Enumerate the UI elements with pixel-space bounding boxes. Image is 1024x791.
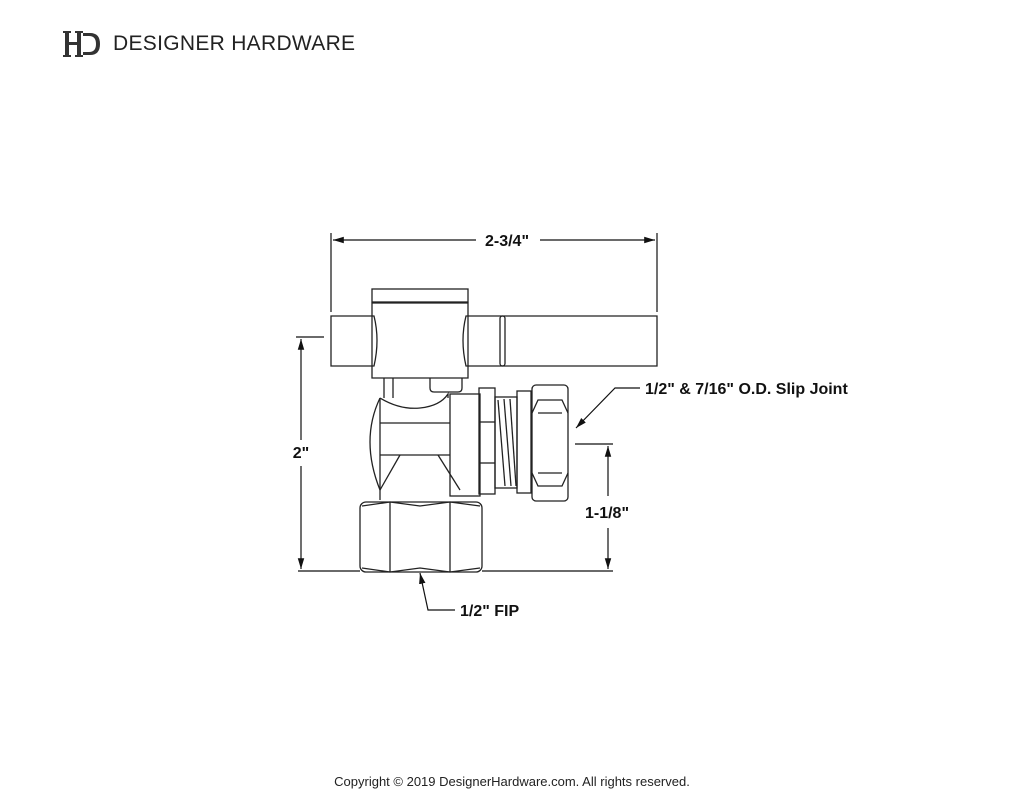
copyright-footer: Copyright © 2019 DesignerHardware.com. A… (334, 774, 690, 789)
callout-fip: 1/2" FIP (460, 603, 519, 620)
dimension-width-label: 2-3/4" (485, 233, 529, 250)
valve-outline (330, 288, 658, 573)
brand-header: DESIGNER HARDWARE (63, 28, 355, 60)
dimension-outlet-height-label: 1-1/8" (585, 505, 629, 522)
dh-monogram-icon (63, 31, 100, 57)
callout-slip-joint: 1/2" & 7/16" O.D. Slip Joint (645, 381, 848, 398)
handle-cap (371, 288, 469, 303)
dimension-lines (296, 233, 658, 611)
brand-name: DESIGNER HARDWARE (113, 32, 356, 55)
dimension-height-label: 2" (293, 445, 309, 462)
